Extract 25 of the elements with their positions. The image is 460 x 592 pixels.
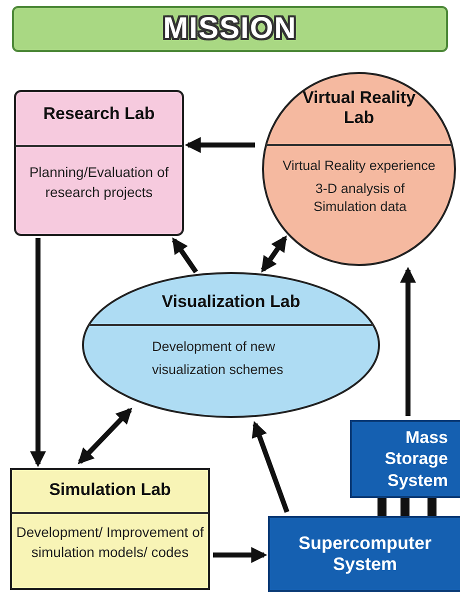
arrow	[172, 237, 198, 274]
lab-title: Visualization Lab	[160, 292, 302, 312]
system-box	[350, 420, 460, 498]
lab-title: Virtual Reality Lab	[301, 88, 417, 128]
lab-title: Research Lab	[42, 104, 156, 124]
lab-description: Virtual Reality experience	[282, 157, 436, 175]
arrow	[252, 421, 290, 513]
banner-box	[12, 6, 448, 52]
lab-description: Development of new visualization schemes	[152, 338, 284, 379]
lab-box	[14, 90, 184, 236]
arrow	[400, 266, 416, 416]
arrow	[213, 547, 268, 563]
banner-title: MISSION	[163, 12, 297, 46]
arrow	[184, 137, 255, 153]
lab-title: Simulation Lab	[48, 480, 172, 500]
arrow	[30, 238, 46, 468]
system-label: Supercomputer System	[297, 533, 433, 575]
lab-description: Planning/Evaluation of research projects	[28, 163, 170, 202]
arrow	[78, 408, 132, 464]
lab-box	[10, 468, 210, 590]
system-label: Mass Storage System	[384, 427, 448, 491]
system-box	[268, 516, 460, 592]
arrow	[260, 235, 288, 273]
lab-description: Development/ Improvement of simulation models/ codes	[15, 523, 205, 562]
lab-description: 3-D analysis of Simulation data	[312, 180, 408, 216]
